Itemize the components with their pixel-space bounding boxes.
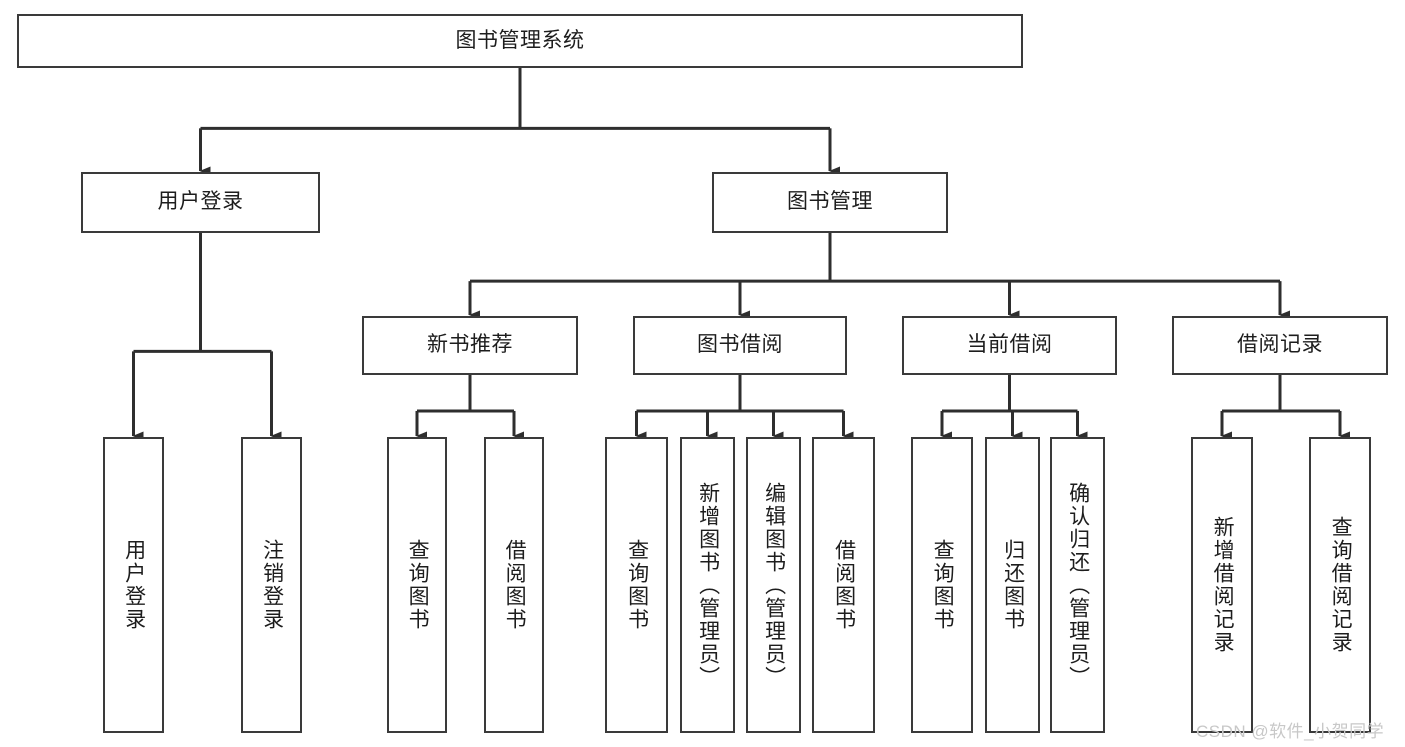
- node-leaf-logout[interactable]: 注销登录: [241, 437, 302, 733]
- node-label-leaf-query-2: 查询图书: [625, 539, 649, 631]
- node-leaf-add-book[interactable]: 新增图书（管理员）: [680, 437, 735, 733]
- node-label-book-borrow: 图书借阅: [697, 333, 783, 357]
- node-borrow-record[interactable]: 借阅记录: [1172, 316, 1388, 375]
- node-label-leaf-confirm: 确认归还（管理员）: [1066, 481, 1090, 689]
- node-label-leaf-edit-book: 编辑图书（管理员）: [762, 481, 786, 689]
- node-label-root: 图书管理系统: [455, 28, 585, 52]
- node-label-leaf-query-1: 查询图书: [406, 539, 430, 631]
- node-leaf-user-login[interactable]: 用户登录: [103, 437, 164, 733]
- csdn-watermark: CSDN @软件_小贺同学: [1196, 722, 1385, 741]
- edge-layer: [132, 68, 1350, 441]
- node-label-new-book-rec: 新书推荐: [427, 333, 513, 357]
- node-book-manage[interactable]: 图书管理: [712, 172, 948, 233]
- node-label-leaf-borrow-2: 借阅图书: [832, 539, 856, 631]
- node-leaf-borrow-2[interactable]: 借阅图书: [812, 437, 875, 733]
- node-label-book-manage: 图书管理: [787, 190, 873, 214]
- node-book-borrow[interactable]: 图书借阅: [633, 316, 847, 375]
- node-leaf-confirm[interactable]: 确认归还（管理员）: [1050, 437, 1105, 733]
- node-label-leaf-user-login: 用户登录: [122, 539, 146, 631]
- node-leaf-add-record[interactable]: 新增借阅记录: [1191, 437, 1253, 733]
- node-root[interactable]: 图书管理系统: [17, 14, 1023, 68]
- node-label-leaf-add-record: 新增借阅记录: [1211, 516, 1235, 654]
- node-label-leaf-add-book: 新增图书（管理员）: [696, 481, 720, 689]
- node-label-borrow-record: 借阅记录: [1237, 333, 1323, 357]
- node-leaf-edit-book[interactable]: 编辑图书（管理员）: [746, 437, 801, 733]
- node-label-leaf-logout: 注销登录: [260, 539, 284, 631]
- node-leaf-query-rec[interactable]: 查询借阅记录: [1309, 437, 1371, 733]
- node-new-book-rec[interactable]: 新书推荐: [362, 316, 578, 375]
- node-leaf-query-2[interactable]: 查询图书: [605, 437, 668, 733]
- node-leaf-query-3[interactable]: 查询图书: [911, 437, 973, 733]
- node-current-borrow[interactable]: 当前借阅: [902, 316, 1117, 375]
- node-label-leaf-query-rec: 查询借阅记录: [1329, 516, 1353, 654]
- node-label-leaf-query-3: 查询图书: [931, 539, 955, 631]
- node-user-login[interactable]: 用户登录: [81, 172, 320, 233]
- node-label-current-borrow: 当前借阅: [966, 333, 1053, 357]
- node-leaf-borrow-1[interactable]: 借阅图书: [484, 437, 544, 733]
- node-label-user-login: 用户登录: [157, 190, 244, 214]
- node-leaf-query-1[interactable]: 查询图书: [387, 437, 447, 733]
- node-label-leaf-return: 归还图书: [1001, 539, 1025, 631]
- node-leaf-return[interactable]: 归还图书: [985, 437, 1040, 733]
- node-label-leaf-borrow-1: 借阅图书: [503, 539, 527, 631]
